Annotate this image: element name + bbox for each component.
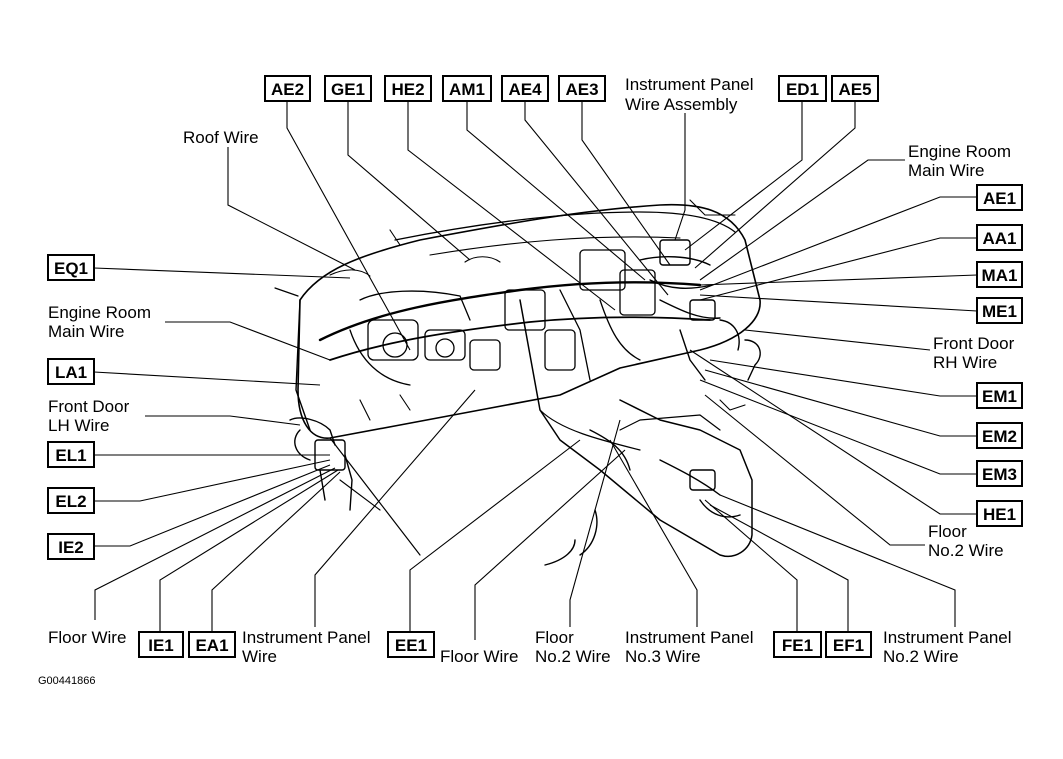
svg-text:AE3: AE3 [565,80,598,99]
label-ip-wire-assembly: Instrument Panel Wire Assembly [625,75,758,114]
connector-la1: LA1 [47,358,95,385]
connector-ef1: EF1 [825,631,872,658]
connector-el1: EL1 [47,441,95,468]
connector-he2: HE2 [384,75,432,102]
svg-text:ME1: ME1 [982,302,1017,321]
label-engine-room-main-left: Engine Room Main Wire [48,303,156,341]
label-floor-no2-right: Floor No.2 Wire [928,522,1004,560]
svg-text:FE1: FE1 [782,636,813,655]
connector-em2: EM2 [976,422,1023,449]
wire-name-labels: Instrument Panel Wire Assembly Roof Wire… [48,75,1019,666]
svg-text:AM1: AM1 [449,80,485,99]
connector-ae3: AE3 [558,75,606,102]
connector-ed1: ED1 [778,75,827,102]
label-ip-no3-wire: Instrument Panel No.3 Wire [625,628,758,666]
label-roof-wire: Roof Wire [183,128,259,147]
connector-am1: AM1 [442,75,492,102]
label-ip-no2-wire: Instrument Panel No.2 Wire [883,628,1016,666]
svg-text:AA1: AA1 [982,229,1016,248]
label-front-door-lh: Front Door LH Wire [48,397,134,435]
connector-ee1: EE1 [387,631,435,658]
svg-text:EM1: EM1 [982,387,1017,406]
connector-em1: EM1 [976,382,1023,409]
leader-lines [93,101,978,640]
svg-text:IE1: IE1 [148,636,174,655]
connector-ae2: AE2 [264,75,311,102]
svg-text:AE4: AE4 [508,80,542,99]
dashboard-harness-artwork [274,199,761,566]
label-ip-wire-bottom: Instrument Panel Wire [242,628,375,666]
connector-fe1: FE1 [773,631,822,658]
connector-me1: ME1 [976,297,1023,324]
svg-text:EM2: EM2 [982,427,1017,446]
connector-ie1: IE1 [138,631,184,658]
connector-ge1: GE1 [324,75,372,102]
svg-text:GE1: GE1 [331,80,365,99]
connector-labels: AE2 GE1 HE2 AM1 AE4 AE3 ED1 AE5 [47,75,1023,658]
svg-text:EQ1: EQ1 [54,259,88,278]
svg-text:AE2: AE2 [271,80,304,99]
connector-em3: EM3 [976,460,1023,487]
label-floor-wire-bottom: Floor Wire [440,647,518,666]
svg-text:EF1: EF1 [833,636,864,655]
connector-eq1: EQ1 [47,254,95,281]
svg-text:ED1: ED1 [786,80,819,99]
connector-ma1: MA1 [976,261,1023,288]
connector-el2: EL2 [47,487,95,514]
connector-ae5: AE5 [831,75,879,102]
label-floor-no2-bottom: Floor No.2 Wire [535,628,611,666]
connector-aa1: AA1 [976,224,1023,251]
svg-text:EA1: EA1 [195,636,228,655]
svg-text:EM3: EM3 [982,465,1017,484]
svg-text:AE5: AE5 [838,80,871,99]
label-floor-wire-left: Floor Wire [48,628,126,647]
svg-text:EL2: EL2 [55,492,86,511]
connector-ea1: EA1 [188,631,236,658]
connector-he1: HE1 [976,500,1023,527]
connector-ie2: IE2 [47,533,95,560]
svg-text:MA1: MA1 [982,266,1018,285]
svg-text:HE2: HE2 [391,80,424,99]
label-front-door-rh: Front Door RH Wire [933,334,1019,372]
svg-text:EE1: EE1 [395,636,427,655]
svg-text:HE1: HE1 [983,505,1016,524]
connector-ae4: AE4 [501,75,549,102]
connector-ae1: AE1 [976,184,1023,211]
svg-text:EL1: EL1 [55,446,86,465]
svg-text:IE2: IE2 [58,538,84,557]
svg-text:AE1: AE1 [983,189,1016,208]
label-engine-room-main-right: Engine Room Main Wire [908,142,1016,180]
figure-code: G00441866 [38,675,96,687]
svg-text:LA1: LA1 [55,363,87,382]
